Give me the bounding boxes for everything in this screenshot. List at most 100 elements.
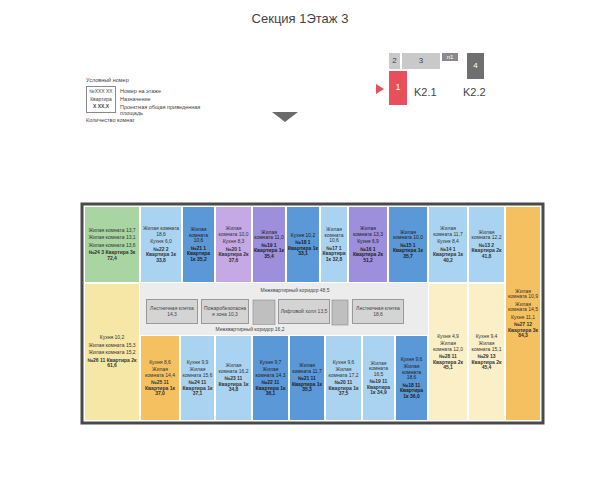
room-label: Жилая комната 15,2 (88, 350, 135, 356)
apartment-box: Жилая комната 16,5№19 11 Квартира 1к 34,… (362, 335, 395, 421)
room-label: №20 11 Квартира 1к 37,5 (327, 380, 360, 397)
room-label: 1 (395, 83, 400, 93)
room-label: №23 11 Квартира 1к 34,8 (217, 376, 250, 393)
room-label: Жилая комната 11,7 (430, 226, 466, 237)
apartment-box: Пожаробезопасная зона 10,3 (201, 299, 249, 324)
room-label: Жилая комната 10,0 (390, 230, 426, 241)
apartment-box: Кухня 9,4Жилая комната 15,1№29 13 Кварти… (468, 283, 505, 421)
room-label: Кухня 8,6 (149, 360, 171, 366)
room-label: №16 1 Квартира 2к 51,2 (350, 247, 386, 264)
note-label: Проектная общая приведенная площадь (120, 104, 220, 117)
room-label: №18 1 Квартира 1к 33,1 (288, 240, 318, 257)
room-label: №19 1 Квартира 1к 35,4 (254, 243, 284, 260)
direction-marker (272, 112, 298, 122)
room-label: №18 11 Квартира 1к 36,0 (397, 383, 426, 400)
core-floor (140, 283, 428, 335)
room-label: Жилая комната 11,7 (291, 363, 323, 374)
apartment-box: Лестничная клетка 14,3 (146, 299, 198, 324)
room-label: №24 3 Квартира 3к 72,4 (86, 250, 138, 261)
room-label: Жилая комната 13,3 (350, 226, 386, 237)
room-label: Жилая комната 12,2 (470, 230, 503, 241)
apartment-box: Межквартирный коридор 16,2 (205, 325, 295, 335)
apartment-box: Жилая комната 13,7Жилая комната 13,1Жила… (84, 206, 140, 283)
room-label: №20 1 Квартира 2к 37,6 (217, 247, 250, 264)
room-label: Межквартирный коридор 16,2 (215, 327, 284, 333)
room-label: Кухня 9,6 (401, 357, 423, 363)
note-label: Номер на этаже (120, 88, 200, 94)
room-label: Жилая комната 13,7 (88, 228, 135, 234)
apartment-box: Кухня 10,2№18 1 Квартира 1к 33,1 (286, 206, 320, 283)
room-label: Жилая комната 13,6 (88, 243, 135, 249)
room-label: Жилая комната 12,0 (430, 341, 466, 352)
room-label: №21 11 Квартира 1к 35,3 (291, 376, 323, 393)
apartment-box: Жилая комната 12,2№13 2 Квартира 2к 41,8 (468, 206, 505, 283)
room-label: Жилая комната 15,1 (470, 341, 503, 352)
apartment-box: 4 (466, 52, 485, 80)
building-wall (82, 204, 543, 423)
room-label: №XXX XX (89, 89, 112, 95)
room-label: Кухня 10,2 (100, 335, 125, 341)
apartment-box: Кухня 9,6Жилая комната 17,2 №20 11 Кварти… (325, 335, 362, 421)
room-label: п1 (447, 54, 454, 61)
room-label: Жилая комната 11,0 (254, 230, 284, 241)
room-label: Кухня 11,1 (511, 315, 535, 321)
room-label: Кухня 8,4 (437, 239, 459, 245)
room-label: №21 1 Квартира 1к 35,2 (184, 246, 213, 263)
room-label: №26 11 Квартира 2к 61,6 (86, 358, 138, 369)
elevator-shaft (253, 300, 275, 325)
room-label: Кухня 9,6 (333, 360, 355, 366)
room-label: Жилая комната 10,6 (322, 227, 346, 244)
apartment-box: Жилая комната 11,0 №19 1 Квартира 1к 35,4 (252, 206, 286, 283)
apartment-box: Кухня 10,2Жилая комната 15,3Жилая комнат… (84, 283, 140, 421)
room-label: №22 2 Квартира 1к 33,8 (142, 247, 180, 264)
apartment-box: 2 (388, 52, 401, 70)
room-label: Кухня 6,9 (357, 239, 379, 245)
room-label: №14 1 Квартира 1к 40,2 (430, 247, 466, 264)
room-label: №17 1 Квартира 1к 32,8 (322, 246, 346, 263)
room-label: №28 11 Квартира 2к 45,1 (430, 354, 466, 371)
note-label: K2.1 (414, 86, 454, 99)
room-label: Кухня 6,0 (150, 239, 172, 245)
room-label: Жилая комната 17,2 (327, 367, 360, 378)
room-label: №25 11 Квартира 1к 37,0 (142, 380, 178, 397)
apartment-box: 1 (388, 70, 408, 106)
room-label: Кухня 9,4 (476, 334, 498, 340)
room-label: №22 11 Квартира 1к 36,1 (254, 380, 287, 397)
room-label: 2 (392, 57, 396, 66)
note-label: Назначение (120, 96, 200, 102)
room-label: Жилая комната 14,3 (254, 367, 287, 378)
room-label: 3 (419, 57, 423, 66)
room-label: Квартира (90, 97, 112, 103)
room-label: Межквартирный коридор 48,5 (260, 288, 329, 294)
apartment-box: Жилая комната 10,6 №17 1 Квартира 1к 32,8 (320, 206, 348, 283)
apartment-box: Жилая комната 11,7 №21 11 Квартира 1к 35,… (289, 335, 325, 421)
apartment-box: п1 (441, 52, 459, 62)
room-label: №19 11 Квартира 1к 34,9 (364, 379, 393, 396)
room-label: Жилая комната 18,6 (142, 226, 180, 237)
room-label: Жилая комната 15,3 (88, 343, 135, 349)
apartment-box: Кухня 9,6Жилая комната 18,6 №18 11 Кварти… (395, 335, 428, 421)
room-label: Жилая комната 10,0 (217, 226, 250, 237)
note-label: Количество комнат (86, 117, 166, 123)
apartment-box: Кухня 9,9Жилая комната 15,6№24 11 Кварти… (180, 335, 215, 421)
room-label: №27 12 Квартира 3к 84,3 (507, 322, 539, 339)
room-label: Жилая комната 16,5 (364, 361, 393, 378)
apartment-box: Лестничная клетка 18,6 (352, 299, 404, 324)
room-label: Жилая комната 14,4 (142, 367, 178, 378)
apartment-box: Жилая комната 13,3Кухня 6,9 №16 1 Квартир… (348, 206, 388, 283)
apartment-box: Жилая комната 10,0№15 1 Квартира 1к 35,7 (388, 206, 428, 283)
room-label: Жилая комната 18,6 (397, 364, 426, 381)
apartment-box: Жилая комната 10,9Жилая комната 14,5Кухн… (505, 206, 541, 421)
apartment-box: Жилая комната 11,7Кухня 8,4 №14 1 Квартир… (428, 206, 468, 283)
apartment-box: Жилая комната 18,6Кухня 6,0 №22 2 Квартир… (140, 206, 182, 283)
apartment-box: Жилая комната 10,0Кухня 8,3№20 1 Квартир… (215, 206, 252, 283)
room-label: Лестничная клетка 18,6 (354, 306, 402, 317)
room-label: X XX,X (93, 104, 109, 110)
room-label: №24 11 Квартира 1к 37,1 (182, 380, 213, 397)
room-label: Лифтовой холл 13,5 (281, 309, 328, 315)
title: Секция 1Этаж 3 (0, 12, 600, 27)
apartment-box: Кухня 8,6Жилая комната 14,4 №25 11 Кварти… (140, 335, 180, 421)
apartment-box: Межквартирный коридор 48,5 (205, 285, 385, 297)
section-pointer (376, 84, 384, 94)
